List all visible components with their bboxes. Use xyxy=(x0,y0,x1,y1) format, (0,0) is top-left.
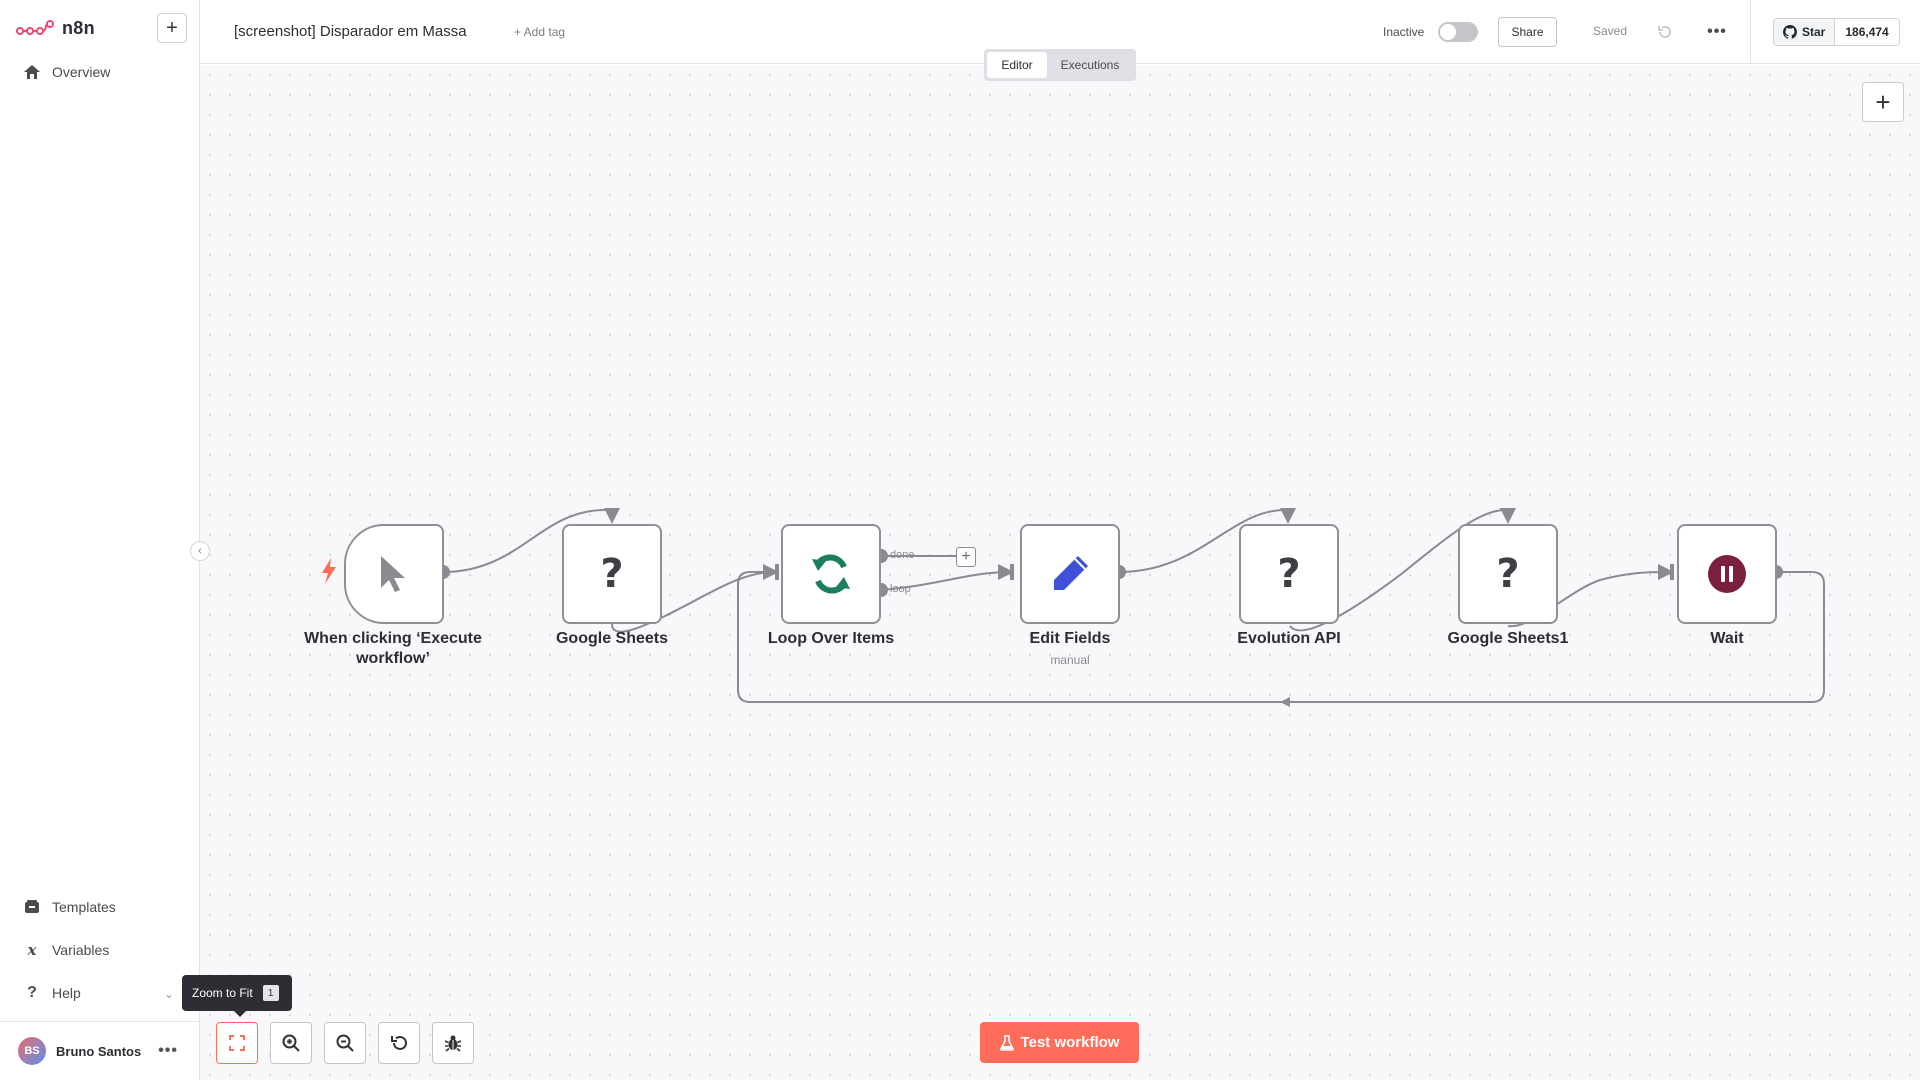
input-handle xyxy=(1010,564,1014,580)
loop-back-arrow xyxy=(1280,697,1290,707)
node-label: Evolution API xyxy=(1237,630,1341,647)
output-label-loop: loop xyxy=(890,583,911,595)
sidebar-item-variables[interactable]: x Variables xyxy=(24,941,110,959)
github-star-text: Star xyxy=(1802,25,1826,39)
flask-icon xyxy=(999,1034,1014,1051)
connection-trigger-sheets xyxy=(442,507,621,573)
n8n-logo[interactable]: n8n xyxy=(16,18,95,39)
node-loop-over-items[interactable] xyxy=(781,524,881,624)
avatar: BS xyxy=(18,1037,46,1065)
workflow-canvas[interactable] xyxy=(200,65,1920,1080)
fit-screen-icon xyxy=(229,1035,245,1051)
node-subtitle: manual xyxy=(1050,653,1090,667)
sidebar-item-templates[interactable]: Templates xyxy=(24,899,116,915)
add-connection-button[interactable]: + xyxy=(956,547,976,567)
unknown-node-icon: ? xyxy=(1277,551,1301,597)
input-handle xyxy=(1670,564,1674,580)
shortcut-key: 1 xyxy=(262,985,279,1001)
test-workflow-button[interactable]: Test workflow xyxy=(980,1022,1139,1063)
collapse-sidebar-button[interactable]: ‹ xyxy=(190,541,210,561)
bug-icon xyxy=(444,1035,462,1052)
node-label: Edit Fields xyxy=(1029,630,1111,647)
zoom-to-fit-tooltip: Zoom to Fit 1 xyxy=(182,975,292,1017)
zoom-in-icon xyxy=(282,1034,300,1052)
connection-evolution-sheets1 xyxy=(1289,507,1517,632)
node-google-sheets[interactable]: ? xyxy=(562,524,662,624)
divider xyxy=(1750,0,1751,64)
app-name: n8n xyxy=(62,18,95,38)
home-icon xyxy=(24,64,40,80)
sidebar-item-overview[interactable]: Overview xyxy=(24,64,110,80)
add-node-button[interactable]: + xyxy=(1862,82,1904,122)
unknown-node-icon: ? xyxy=(1496,551,1520,597)
sidebar-item-label: Overview xyxy=(52,64,111,80)
connection-edit-evolution xyxy=(1118,507,1297,573)
toggle-knob xyxy=(1440,24,1456,40)
reset-zoom-button[interactable] xyxy=(378,1022,420,1064)
undo-icon xyxy=(391,1035,407,1050)
status-label: Inactive xyxy=(1383,25,1425,39)
node-label: Google Sheets1 xyxy=(1447,630,1569,647)
zoom-out-button[interactable] xyxy=(324,1022,366,1064)
zoom-to-fit-button[interactable] xyxy=(216,1022,258,1064)
node-label: Google Sheets xyxy=(555,630,669,647)
unknown-node-icon: ? xyxy=(600,551,624,597)
node-edit-fields[interactable] xyxy=(1020,524,1120,624)
tooltip-text: Zoom to Fit xyxy=(192,986,253,1000)
active-toggle[interactable] xyxy=(1438,22,1478,42)
templates-icon xyxy=(24,899,40,915)
node-label: Wait xyxy=(1710,630,1744,647)
pencil-icon xyxy=(1054,556,1088,590)
github-icon xyxy=(1783,25,1797,39)
more-icon[interactable]: ••• xyxy=(158,1042,178,1059)
pause-icon xyxy=(1708,555,1746,593)
sidebar-item-help[interactable]: ? Help ⌄ xyxy=(24,984,174,1001)
node-label: Loop Over Items xyxy=(767,630,895,647)
history-icon[interactable] xyxy=(1655,22,1675,42)
output-label-done: done xyxy=(890,549,915,561)
zoom-in-button[interactable] xyxy=(270,1022,312,1064)
saved-status: Saved xyxy=(1593,24,1628,38)
sidebar-item-label: Variables xyxy=(52,942,110,958)
user-menu[interactable]: BS Bruno Santos ••• xyxy=(0,1021,200,1080)
node-label: When clicking ‘Execute workflow’ xyxy=(304,630,482,667)
sidebar-item-label: Help xyxy=(52,985,81,1001)
node-evolution-api[interactable]: ? xyxy=(1239,524,1339,624)
tab-executions[interactable]: Executions xyxy=(1060,58,1120,72)
zoom-out-icon xyxy=(336,1034,354,1052)
cursor-icon xyxy=(381,556,405,592)
sidebar-item-label: Templates xyxy=(52,899,116,915)
chevron-down-icon: ⌄ xyxy=(163,987,174,1001)
refresh-loop-icon xyxy=(812,554,850,594)
add-workflow-button[interactable]: + xyxy=(157,13,187,43)
share-button[interactable]: Share xyxy=(1498,17,1557,47)
connection-loop-edit xyxy=(880,564,1014,591)
test-workflow-label: Test workflow xyxy=(1020,1034,1120,1051)
user-name: Bruno Santos xyxy=(56,1043,142,1059)
github-star-label: Star xyxy=(1774,19,1836,45)
input-handle xyxy=(775,564,779,580)
question-icon: ? xyxy=(27,984,37,1001)
more-options-icon[interactable]: ••• xyxy=(1707,23,1727,40)
node-wait[interactable] xyxy=(1677,524,1777,624)
workflow-name[interactable]: [screenshot] Disparador em Massa xyxy=(234,23,467,40)
github-star-button[interactable]: Star 186,474 xyxy=(1773,18,1900,46)
lightning-bolt-icon xyxy=(322,558,336,584)
node-manual-trigger[interactable] xyxy=(344,524,444,624)
debug-button[interactable] xyxy=(432,1022,474,1064)
add-tag-link[interactable]: + Add tag xyxy=(514,25,566,39)
connection-sheets-loop xyxy=(611,564,779,633)
sidebar: n8n + Overview Templates x Variables ? H… xyxy=(0,0,200,1080)
view-tabs: Editor Executions xyxy=(984,49,1136,81)
tab-editor[interactable]: Editor xyxy=(987,52,1047,78)
node-google-sheets1[interactable]: ? xyxy=(1458,524,1558,624)
n8n-logo-icon xyxy=(16,19,54,35)
variables-icon: x xyxy=(27,941,37,959)
github-star-count: 186,474 xyxy=(1835,19,1899,45)
